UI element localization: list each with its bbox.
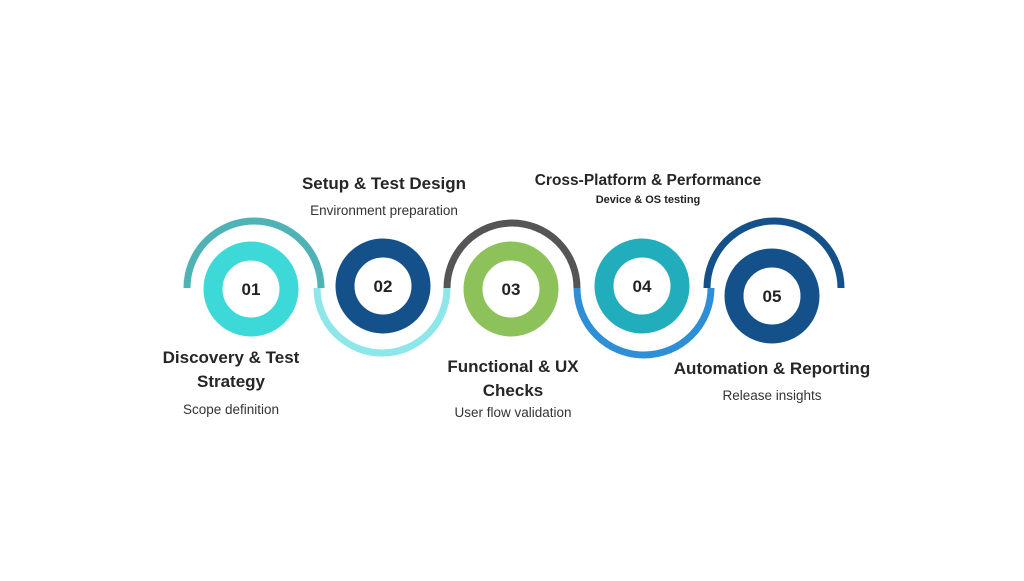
arc-step-3 <box>443 219 581 289</box>
step-3-circle <box>463 241 559 337</box>
step-2-subtitle: Environment preparation <box>310 203 458 218</box>
arc-step-2 <box>313 287 451 357</box>
step-3-subtitle: User flow validation <box>454 405 572 420</box>
step-2-title: Setup & Test Design <box>301 174 467 193</box>
arc-step-5 <box>703 217 845 289</box>
step-5-title: Automation & Reporting <box>673 359 871 378</box>
step-4-ring: 04 <box>594 238 690 334</box>
step-2-number: 02 <box>374 277 393 296</box>
step-5-ring: 05 <box>724 248 820 344</box>
step-1-number: 01 <box>242 280 261 299</box>
arc-step-1 <box>183 217 325 289</box>
step-1-title: Discovery & Test Strategy <box>162 348 300 391</box>
step-2-circle <box>335 238 431 334</box>
step-4-circle <box>594 238 690 334</box>
step-4-number: 04 <box>633 277 652 296</box>
step-3-number: 03 <box>502 280 521 299</box>
arc-step-4 <box>573 287 715 359</box>
step-1-subtitle: Scope definition <box>182 402 280 417</box>
step-1-circle <box>203 241 299 337</box>
step-4-subtitle: Device & OS testing <box>595 194 701 206</box>
step-2-ring: 02 <box>335 238 431 334</box>
step-3-title: Functional & UX Checks <box>447 357 579 400</box>
step-5-number: 05 <box>763 287 782 306</box>
step-3-ring: 03 <box>463 241 559 337</box>
step-5-circle <box>724 248 820 344</box>
step-4-title: Cross-Platform & Performance <box>534 172 762 189</box>
step-1-ring: 01 <box>203 241 299 337</box>
step-5-subtitle: Release insights <box>722 388 822 403</box>
